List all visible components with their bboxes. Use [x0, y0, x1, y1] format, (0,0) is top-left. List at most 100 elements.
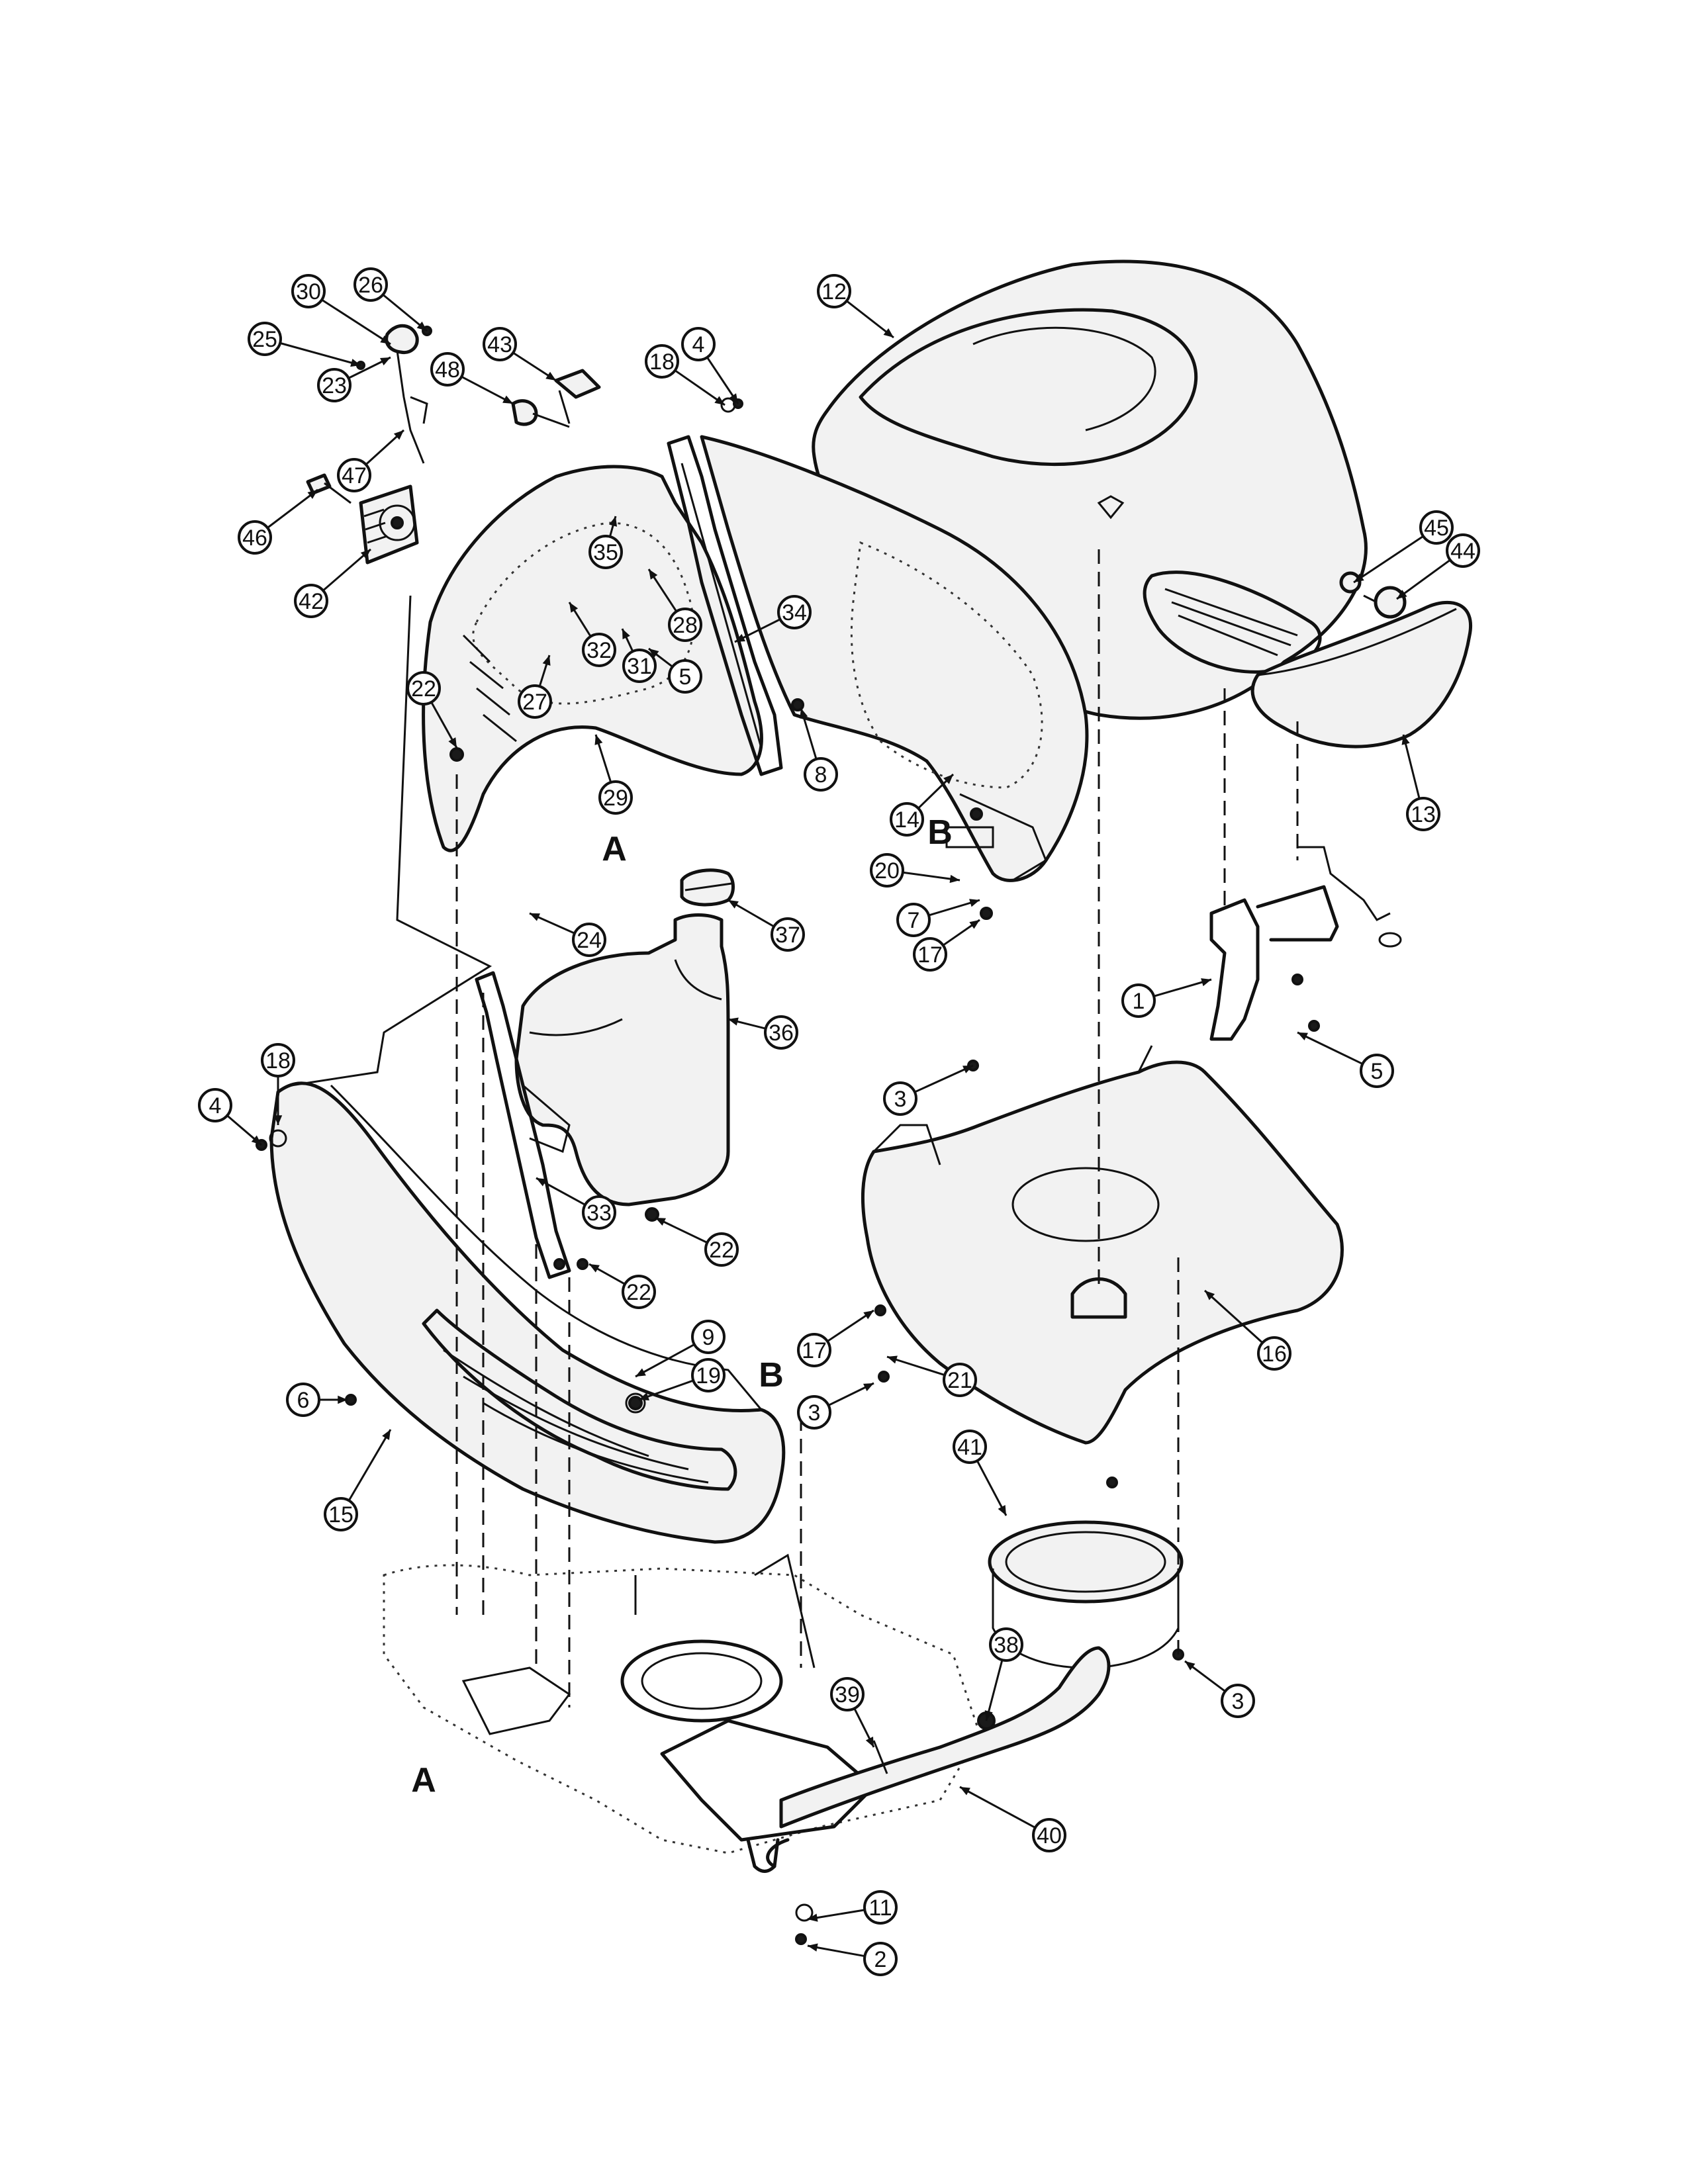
callout-arrowhead — [960, 1787, 970, 1796]
callout-arrowhead — [729, 393, 738, 404]
callout: 18 — [645, 344, 679, 379]
callout: 12 — [817, 274, 851, 308]
callout-circle — [261, 1043, 295, 1077]
callout-leader-line — [959, 1786, 1036, 1829]
callout-number: 48 — [435, 357, 460, 383]
callout-leader-line — [279, 341, 361, 367]
callout-circle — [817, 274, 851, 308]
callout-arrowhead — [655, 1218, 666, 1226]
callout-number: 8 — [815, 762, 827, 788]
callout-number: 3 — [808, 1400, 821, 1426]
callout-circle — [830, 1677, 865, 1711]
callout-arrowhead — [1205, 1291, 1215, 1300]
callout-circle — [582, 1195, 616, 1230]
connector-lines — [291, 549, 1299, 1707]
callout-arrowhead — [380, 357, 391, 366]
callout-arrowhead — [998, 1505, 1006, 1516]
callout-circle — [582, 633, 616, 667]
callout-circle — [953, 1430, 987, 1464]
callout: 37 — [771, 917, 805, 952]
callout-circle — [668, 608, 702, 642]
callout-circle — [645, 344, 679, 379]
callout-circle — [291, 274, 326, 308]
callout: 46 — [238, 520, 272, 555]
callout: 20 — [870, 853, 904, 887]
callout-leader-line — [914, 1064, 974, 1093]
callout: 36 — [764, 1015, 798, 1050]
callout: 38 — [989, 1627, 1023, 1662]
callout: 22 — [406, 671, 441, 705]
callout: 40 — [1032, 1818, 1066, 1852]
callout: 30 — [291, 274, 326, 308]
callout-number: 44 — [1450, 539, 1476, 564]
callout-circle — [1221, 1684, 1255, 1718]
callout-circle — [870, 853, 904, 887]
callout-leader-line — [1153, 978, 1212, 997]
callout-arrowhead — [728, 900, 739, 909]
callout-number: 46 — [242, 525, 267, 551]
leader-lines — [226, 294, 1451, 1958]
callout: 26 — [353, 267, 388, 302]
callout-arrowhead — [569, 602, 579, 613]
callout-number: 22 — [709, 1238, 734, 1263]
callout-arrowhead — [735, 633, 745, 642]
key-part — [306, 473, 352, 504]
callout: 4 — [198, 1088, 232, 1122]
callout: 42 — [294, 584, 328, 618]
callout-number: 24 — [577, 928, 602, 953]
front-bumper-part — [766, 1646, 1111, 1868]
gauge-cluster-part — [359, 484, 419, 565]
callout: 5 — [1360, 1054, 1394, 1088]
callout-number: 35 — [593, 540, 618, 565]
callout: 39 — [830, 1677, 865, 1711]
callout: 9 — [691, 1320, 726, 1354]
callout-number: 3 — [894, 1087, 907, 1112]
chassis-frame-part — [383, 1564, 981, 1873]
callout-number: 40 — [1037, 1823, 1062, 1848]
callout-circle — [238, 520, 272, 555]
callout-number: 42 — [299, 589, 324, 614]
callout: 7 — [896, 903, 931, 937]
callout-number: 21 — [947, 1368, 972, 1393]
callout-number: 28 — [673, 613, 698, 638]
reference-letter: B — [927, 813, 953, 852]
callout-number: 47 — [342, 463, 367, 488]
callout-circle — [248, 322, 282, 356]
callout-circle — [1419, 510, 1454, 545]
callout-leader-line — [674, 369, 726, 406]
callout-number: 45 — [1424, 516, 1449, 541]
callout-circle — [598, 780, 633, 815]
callout-circle — [896, 903, 931, 937]
fuel-tank-part — [514, 868, 735, 1206]
callout-arrowhead — [502, 395, 513, 404]
callout-circle — [989, 1627, 1023, 1662]
callout-arrowhead — [622, 629, 630, 639]
callout-arrowhead — [589, 1264, 600, 1273]
callout-arrowhead — [594, 735, 603, 745]
callout-arrowhead — [542, 655, 551, 666]
callout-leader-line — [985, 1659, 1004, 1721]
callout-number: 27 — [522, 690, 547, 715]
callout-arrowhead — [1354, 573, 1364, 582]
callout-arrowhead — [635, 1368, 646, 1377]
callout-arrowhead — [984, 1710, 993, 1721]
callout-arrowhead — [251, 1135, 261, 1145]
callout-circle — [1360, 1054, 1394, 1088]
callout-leader-line — [1203, 1289, 1264, 1344]
callout: 22 — [704, 1232, 739, 1267]
callout-circle — [883, 1081, 917, 1116]
callout: 21 — [943, 1363, 977, 1397]
callout-arrowhead — [649, 569, 658, 580]
callout-arrowhead — [307, 490, 318, 499]
callout-arrowhead — [273, 1115, 283, 1125]
callout-number: 29 — [603, 786, 628, 811]
callout-arrowhead — [1185, 1661, 1196, 1670]
callout-number: 43 — [487, 332, 512, 357]
callout: 33 — [582, 1195, 616, 1230]
callout-leader-line — [1353, 535, 1424, 584]
callout-arrowhead — [649, 649, 659, 658]
callout: 47 — [337, 458, 371, 492]
callout-number: 16 — [1262, 1342, 1287, 1367]
callout-number: 18 — [265, 1048, 291, 1073]
